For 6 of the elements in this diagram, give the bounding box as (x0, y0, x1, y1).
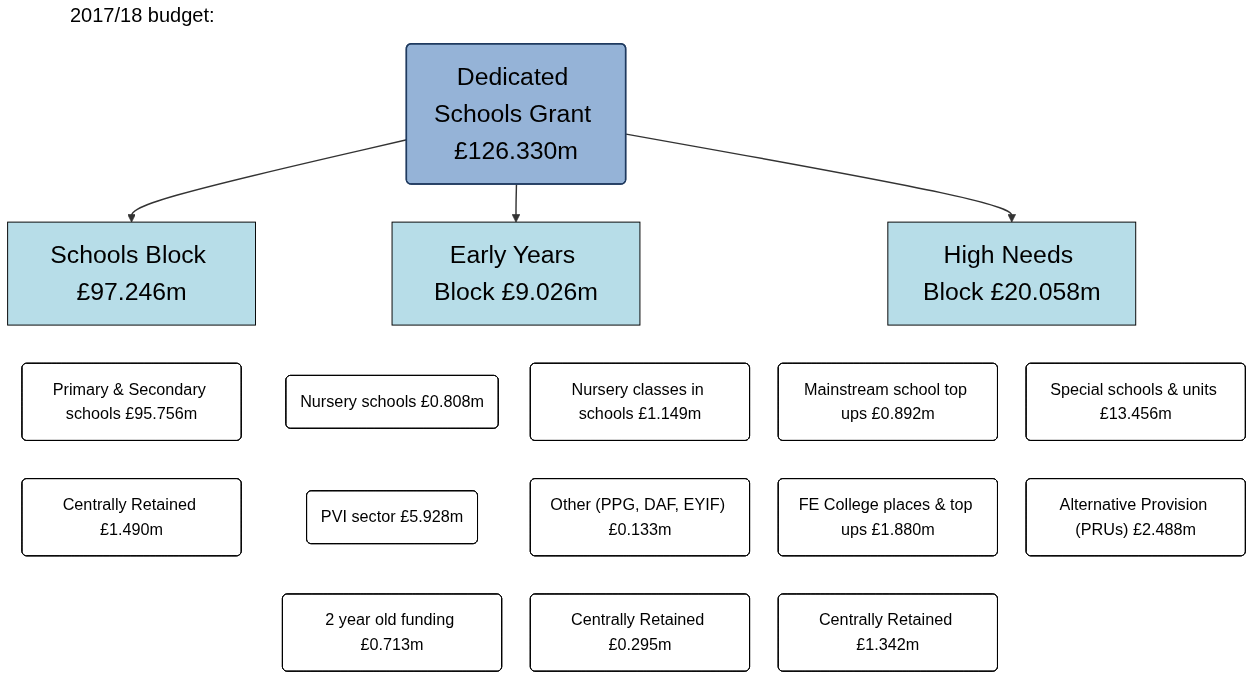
arrow (625, 133, 1016, 223)
diagram-title: 2017/18 budget: (70, 4, 215, 27)
arrow (511, 183, 521, 223)
node-box: High Needs Block £20.058m (887, 221, 1137, 326)
node-box: Schools Block £97.246m (7, 221, 256, 326)
node-box: Early Years Block £9.026m (391, 221, 641, 326)
